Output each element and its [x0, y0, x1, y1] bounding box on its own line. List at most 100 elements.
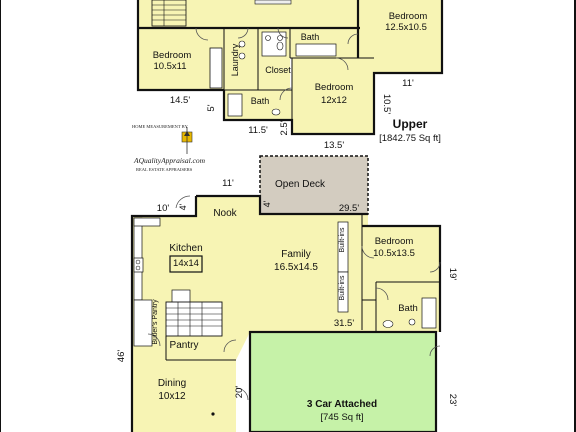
built-ins-label-2: Built-ins — [339, 275, 346, 300]
upper-stairs — [151, 0, 187, 27]
main-dim-29-5: 29.5' — [339, 203, 359, 214]
main-dim-31-5: 31.5' — [334, 318, 354, 329]
butlers-pantry-counter — [133, 299, 153, 347]
burner — [135, 259, 141, 265]
garage-area-label: [745 Sq ft] — [320, 412, 363, 423]
main-bath-toilet — [382, 320, 394, 328]
upper-counter — [254, 0, 292, 5]
upper-sink-1 — [265, 35, 271, 41]
door-arc — [277, 27, 289, 39]
family-dims: 16.5x14.5 — [274, 262, 318, 273]
main-dim-23: 23' — [447, 394, 458, 407]
upper-washer — [238, 40, 246, 48]
main-bath-sink — [408, 318, 416, 326]
bedroom-left-dims: 10.5x11 — [153, 61, 186, 72]
open-deck-area — [259, 155, 369, 215]
kitchen-name: Kitchen — [169, 243, 202, 254]
door-arc — [375, 287, 389, 301]
door-arc — [429, 261, 441, 273]
pantry-name: Pantry — [170, 340, 199, 351]
upper-dim-5: 5' — [206, 104, 217, 111]
upper-dim-14-5: 14.5' — [170, 95, 190, 106]
door-arc — [237, 27, 249, 39]
main-wall-top-nook — [196, 194, 368, 216]
kitchen-dims: 14x14 — [173, 258, 199, 269]
family-name: Family — [281, 249, 310, 260]
bedroom-left-name: Bedroom — [153, 50, 192, 61]
main-dim-46: 46' — [116, 350, 127, 363]
bath-main-name: Bath — [398, 303, 418, 314]
bedroom-top-right-name: Bedroom — [389, 11, 428, 22]
bath-top-name: Bath — [301, 32, 320, 42]
open-deck-name: Open Deck — [275, 179, 326, 190]
door-arc — [195, 27, 209, 41]
kitchen-range — [133, 257, 144, 273]
bedroom-center-dims: 12x12 — [321, 95, 347, 106]
upper-tub-top — [295, 43, 337, 57]
main-dim-10: 10' — [157, 203, 170, 214]
door-arc — [335, 57, 349, 71]
garage-area — [248, 330, 438, 432]
main-floor: Open Deck Nook Kitchen 14x14 Family 16.5… — [116, 155, 458, 432]
upper-floor: Bedroom 12.5x10.5 Bedroom 10.5x11 Bedroo… — [136, 0, 444, 151]
measuring-tape-icon — [181, 127, 193, 154]
bedroom-center-name: Bedroom — [315, 82, 354, 93]
main-wall-right — [362, 224, 442, 332]
upper-toilet-2 — [271, 108, 281, 116]
door-arc — [223, 339, 237, 353]
main-dim-20: 20' — [234, 386, 245, 399]
door-arc — [235, 387, 249, 401]
built-ins-label-1: Built-ins — [339, 227, 346, 252]
bedroom-main-name: Bedroom — [375, 236, 414, 247]
bedroom-main-dims: 10.5x13.5 — [373, 248, 415, 259]
door-arc — [347, 33, 359, 45]
upper-dryer — [238, 52, 246, 60]
upper-dim-11-5: 11.5' — [248, 125, 268, 136]
main-dim-4-nook: 4' — [178, 203, 188, 210]
logo-line3: REAL ESTATE APPRAISERS — [136, 167, 193, 172]
upper-closet-shelf — [209, 47, 223, 89]
main-dim-4-deck: 4' — [262, 200, 272, 207]
door-arc — [147, 333, 161, 347]
upper-floor-area: [1842.75 Sq ft] — [379, 133, 441, 144]
nook-name: Nook — [213, 208, 237, 219]
upper-hall-fill — [138, 0, 360, 28]
door-arc — [361, 245, 375, 259]
main-bath-tub — [421, 297, 437, 329]
door-arc — [429, 345, 441, 357]
kitchen-island — [169, 255, 203, 273]
logo-line2: AQualityAppraisal.com — [133, 156, 206, 165]
appraisal-logo: HOME MEASUREMENT BY AQualityAppraisal.co… — [132, 124, 206, 172]
dining-dims: 10x12 — [158, 391, 186, 402]
upper-dim-10-5: 10.5' — [381, 94, 392, 114]
upper-sink-2 — [277, 35, 283, 41]
main-dim-19: 19' — [447, 268, 458, 281]
main-dim-11: 11' — [222, 178, 234, 189]
kitchen-counter-top — [133, 217, 161, 227]
upper-dim-11: 11' — [402, 78, 414, 89]
laundry-name: Laundry — [230, 43, 240, 76]
main-wall-left — [130, 196, 198, 432]
bedroom-top-right-dims: 12.5x10.5 — [385, 22, 427, 33]
main-floor-fill — [132, 196, 440, 432]
upper-dim-2-5: 2.5' — [279, 120, 290, 135]
closet-name: Closet — [265, 65, 291, 75]
butlers-pantry-name: Butler's Pantry — [152, 299, 159, 345]
upper-wall-left — [136, 0, 224, 92]
upper-toilet-1 — [276, 41, 284, 51]
upper-shower — [227, 93, 243, 117]
upper-dim-13-5: 13.5' — [324, 140, 344, 151]
upper-wall-bottom — [222, 0, 444, 136]
main-stairs — [165, 301, 223, 337]
burner — [135, 265, 141, 271]
bath-lower-name: Bath — [251, 96, 270, 106]
door-arc — [175, 195, 191, 209]
dining-name: Dining — [158, 378, 186, 389]
logo-line1: HOME MEASUREMENT BY — [132, 124, 189, 129]
built-ins-cabinet-2 — [337, 271, 349, 313]
upper-link-fill — [358, 58, 374, 73]
door-arc — [279, 87, 293, 101]
upper-floor-title: Upper — [393, 117, 428, 131]
garage-name: 3 Car Attached — [307, 399, 377, 410]
